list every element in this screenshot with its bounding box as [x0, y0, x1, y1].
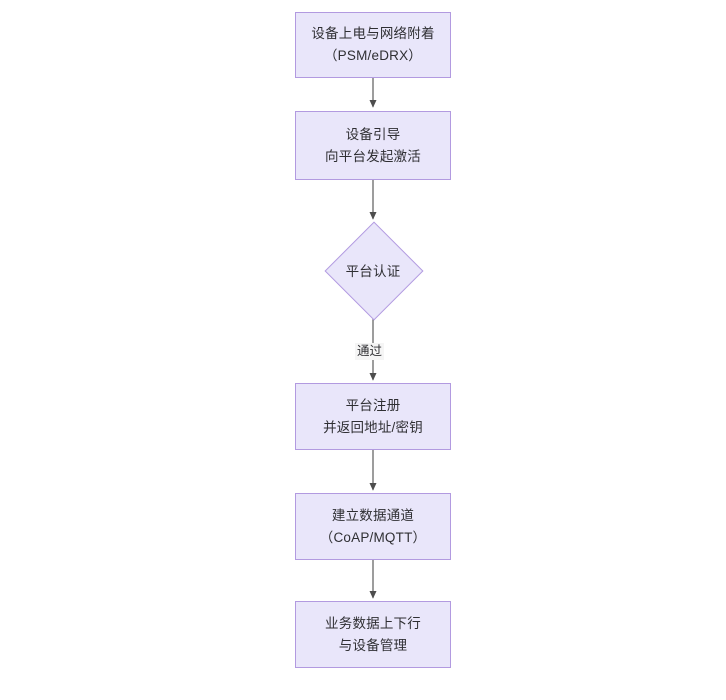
node-bootstrap-line2: 向平台发起激活	[325, 148, 421, 164]
node-bootstrap[interactable]: 设备引导 向平台发起激活	[295, 111, 451, 180]
node-bootstrap-line1: 设备引导	[345, 126, 401, 142]
node-channel-line2: （CoAP/MQTT）	[319, 529, 427, 545]
node-data-mgmt[interactable]: 业务数据上下行 与设备管理	[295, 601, 451, 668]
edge-label-pass: 通过	[355, 343, 385, 360]
node-register-line1: 平台注册	[345, 397, 401, 413]
node-channel-line1: 建立数据通道	[331, 507, 415, 523]
node-auth[interactable]: 平台认证	[324, 221, 424, 321]
node-auth-label: 平台认证	[345, 264, 401, 279]
node-channel[interactable]: 建立数据通道 （CoAP/MQTT）	[295, 493, 451, 560]
node-power-on-line2: （PSM/eDRX）	[323, 48, 423, 63]
node-register-line2: 并返回地址/密钥	[323, 419, 423, 435]
node-power-on[interactable]: 设备上电与网络附着 （PSM/eDRX）	[295, 12, 451, 78]
node-data-mgmt-line1: 业务数据上下行	[325, 615, 421, 631]
node-power-on-line1: 设备上电与网络附着	[311, 26, 435, 42]
node-data-mgmt-line2: 与设备管理	[338, 637, 408, 653]
edge-label-pass-text: 通过	[357, 344, 383, 358]
node-register[interactable]: 平台注册 并返回地址/密钥	[295, 383, 451, 450]
